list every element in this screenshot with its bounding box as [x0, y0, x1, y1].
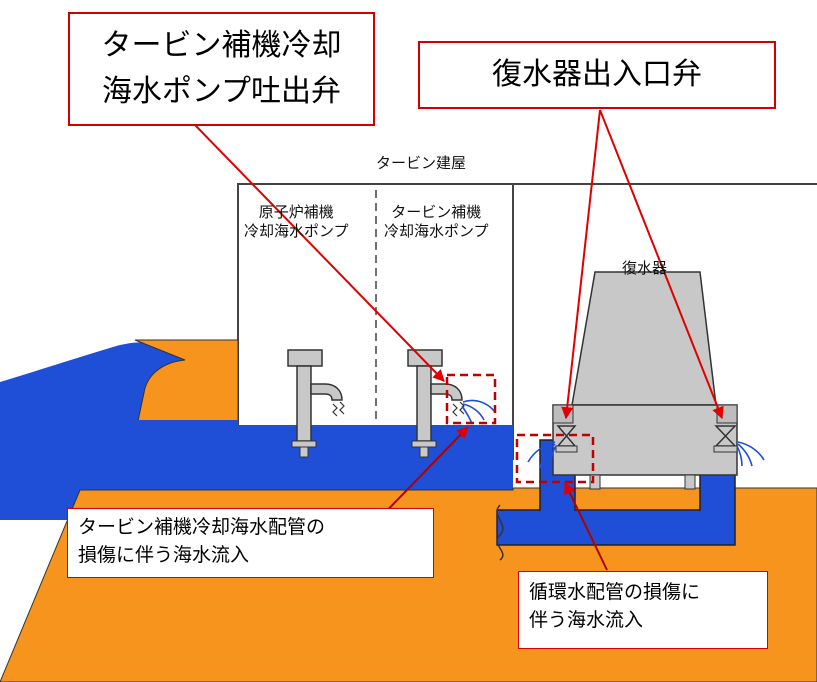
callout-turbine-pump-valve: タービン補機冷却 海水ポンプ吐出弁: [68, 12, 375, 126]
sea-wave: [0, 342, 185, 520]
reactor-pump-label-line1: 原子炉補機: [258, 203, 334, 221]
turbine-cooling-seawater-pump: [407, 349, 465, 458]
highlight-turbine-pipe: [445, 373, 497, 425]
callout-circulating-pipe-inflow-line1: 循環水配管の損傷に: [529, 581, 701, 603]
arrow-to-outlet-valve: [599, 109, 724, 420]
water-spray-outlet: [736, 441, 765, 467]
condenser-label: 復水器: [622, 259, 668, 277]
turbine-pump-label: タービン補機 冷却海水ポンプ: [384, 203, 489, 241]
arrow-to-turbine-pipe-damage: [374, 426, 469, 524]
reactor-pump-label: 原子炉補機 冷却海水ポンプ: [244, 203, 349, 241]
water-spray-inlet: [527, 441, 557, 471]
condenser-outlet-valve: [713, 425, 738, 453]
condenser-inlet-valve: [555, 425, 578, 453]
highlight-condenser-inlet: [515, 433, 595, 484]
callout-turbine-pipe-inflow-line2: 損傷に伴う海水流入: [78, 544, 250, 566]
callout-turbine-pump-valve-line1: タービン補機冷却: [101, 28, 342, 63]
callout-circulating-pipe-inflow-line2: 伴う海水流入: [529, 609, 644, 631]
callout-turbine-pump-valve-line2: 海水ポンプ吐出弁: [101, 74, 342, 109]
callout-condenser-valves: 復水器出入口弁: [418, 41, 776, 109]
reactor-pump-label-line2: 冷却海水ポンプ: [244, 222, 349, 240]
turbine-pump-label-line2: 冷却海水ポンプ: [384, 222, 489, 240]
callout-turbine-pipe-inflow-line1: タービン補機冷却海水配管の: [78, 516, 326, 538]
turbine-building: [237, 183, 817, 460]
condenser: [552, 271, 738, 490]
arrow-to-inlet-valve: [561, 109, 601, 420]
callout-circulating-pipe-inflow: 循環水配管の損傷に 伴う海水流入: [518, 571, 768, 649]
callout-turbine-pipe-inflow: タービン補機冷却海水配管の 損傷に伴う海水流入: [67, 508, 434, 578]
turbine-pump-label-line1: タービン補機: [391, 203, 482, 221]
pipe-break-symbol: [496, 504, 504, 561]
arrow-to-circulating-pipe-damage: [564, 481, 608, 571]
reactor-cooling-seawater-pump: [287, 349, 345, 458]
arrow-to-turbine-valve: [194, 124, 445, 382]
building-label: タービン建屋: [376, 154, 467, 172]
